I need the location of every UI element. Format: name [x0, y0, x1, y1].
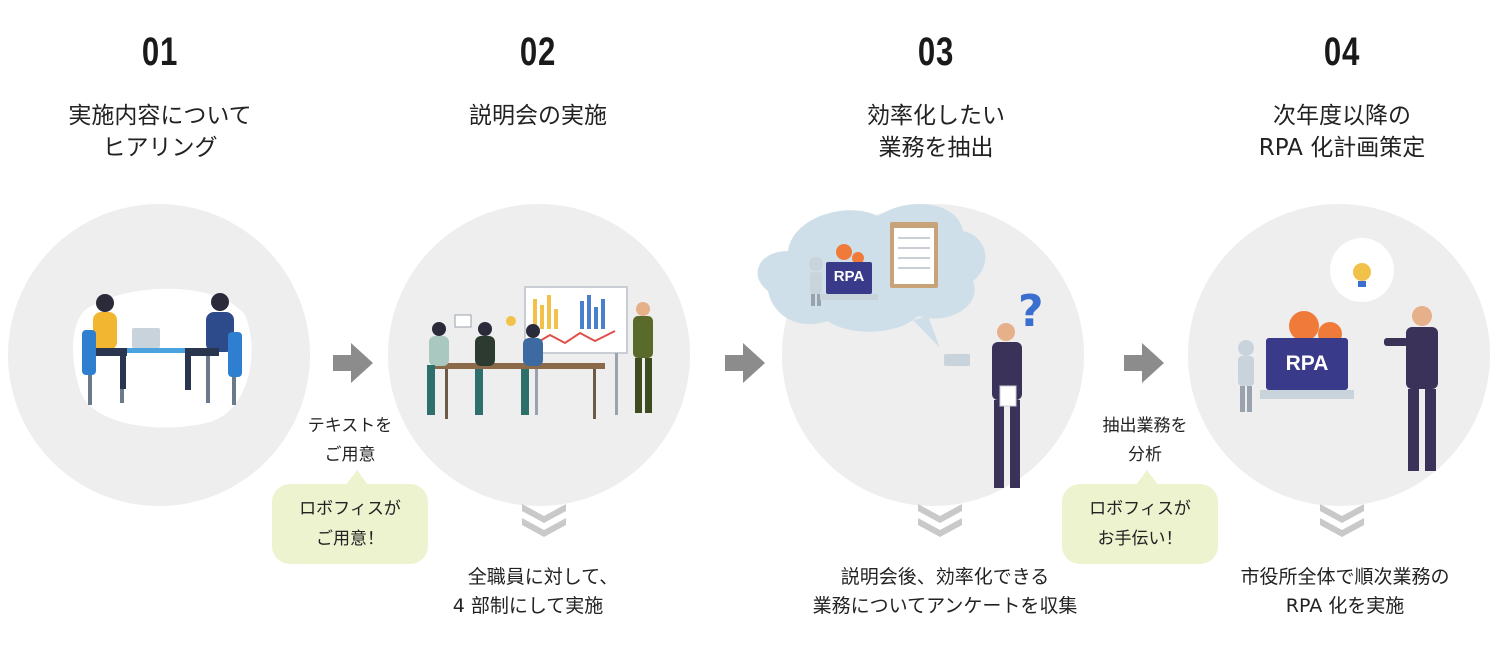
robofis-bubble-2: ロボフィスが お手伝い！ [1062, 470, 1218, 564]
robofis-bubble-1-line2: ご用意！ [316, 529, 384, 549]
seminar-illustration [427, 286, 653, 419]
step-title-1-line2: ヒアリング [102, 135, 218, 161]
step-title-4-line1: 次年度以降の [1273, 103, 1411, 129]
hearing-illustration [73, 288, 252, 428]
step-title-3-line2: 業務を抽出 [878, 135, 994, 161]
caption-step3-line2: 業務についてアンケートを収集 [812, 595, 1078, 617]
rpa-planning-illustration [1238, 238, 1438, 471]
arrow-right-icon [1124, 343, 1164, 383]
caption-step3-line1: 説明会後、効率化できる [840, 566, 1050, 588]
caption-step2: 全職員に対して、 4 部制にして実施 [418, 563, 668, 621]
note-step1: テキストを ご用意 [290, 412, 410, 470]
step-number-2: 02 [519, 30, 557, 74]
note-step3-line2: 分析 [1128, 445, 1162, 465]
rpa-label-step4: RPA [1285, 352, 1329, 375]
robofis-bubble-2-line1: ロボフィスが [1089, 499, 1191, 519]
step-title-3-line1: 効率化したい [867, 103, 1005, 129]
note-step1-line1: テキストを [307, 416, 393, 436]
svg-text:?: ? [1018, 286, 1044, 337]
step-title-4-line2: RPA 化計画策定 [1258, 135, 1426, 161]
caption-step4-line1: 市役所全体で順次業務の [1240, 566, 1450, 588]
note-step3-line1: 抽出業務を [1102, 416, 1188, 436]
chevron-down-icon [522, 504, 566, 537]
step-title-2-line1: 説明会の実施 [469, 103, 607, 129]
caption-step2-line1: 全職員に対して、 [467, 566, 619, 588]
step-title-4: 次年度以降の RPA 化計画策定 [1182, 100, 1500, 164]
caption-step2-line2: 4 部制にして実施 [452, 595, 604, 617]
robofis-bubble-1-line1: ロボフィスが [299, 499, 401, 519]
chevron-down-icon [1320, 504, 1364, 537]
step-number-1: 01 [141, 30, 179, 74]
thought-cloud-illustration: ? [757, 204, 1044, 488]
step-number-3: 03 [917, 30, 955, 74]
arrow-right-icon [333, 343, 373, 383]
caption-step3: 説明会後、効率化できる 業務についてアンケートを収集 [770, 563, 1120, 621]
step-number-4: 04 [1323, 30, 1361, 74]
note-step3: 抽出業務を 分析 [1080, 412, 1210, 470]
step-title-1: 実施内容について ヒアリング [0, 100, 320, 164]
step-title-3: 効率化したい 業務を抽出 [776, 100, 1096, 164]
arrow-right-icon [725, 343, 765, 383]
caption-step4-line2: RPA 化を実施 [1285, 595, 1405, 617]
robofis-bubble-1: ロボフィスが ご用意！ [272, 470, 428, 564]
robofis-bubble-2-line2: お手伝い！ [1097, 529, 1183, 549]
caption-step4: 市役所全体で順次業務の RPA 化を実施 [1200, 563, 1490, 621]
step-title-1-line1: 実施内容について [68, 103, 252, 129]
chevron-down-icon [918, 504, 962, 537]
rpa-label-step3: RPA [833, 268, 865, 285]
step-title-2: 説明会の実施 [378, 100, 698, 132]
note-step1-line2: ご用意 [324, 445, 376, 465]
